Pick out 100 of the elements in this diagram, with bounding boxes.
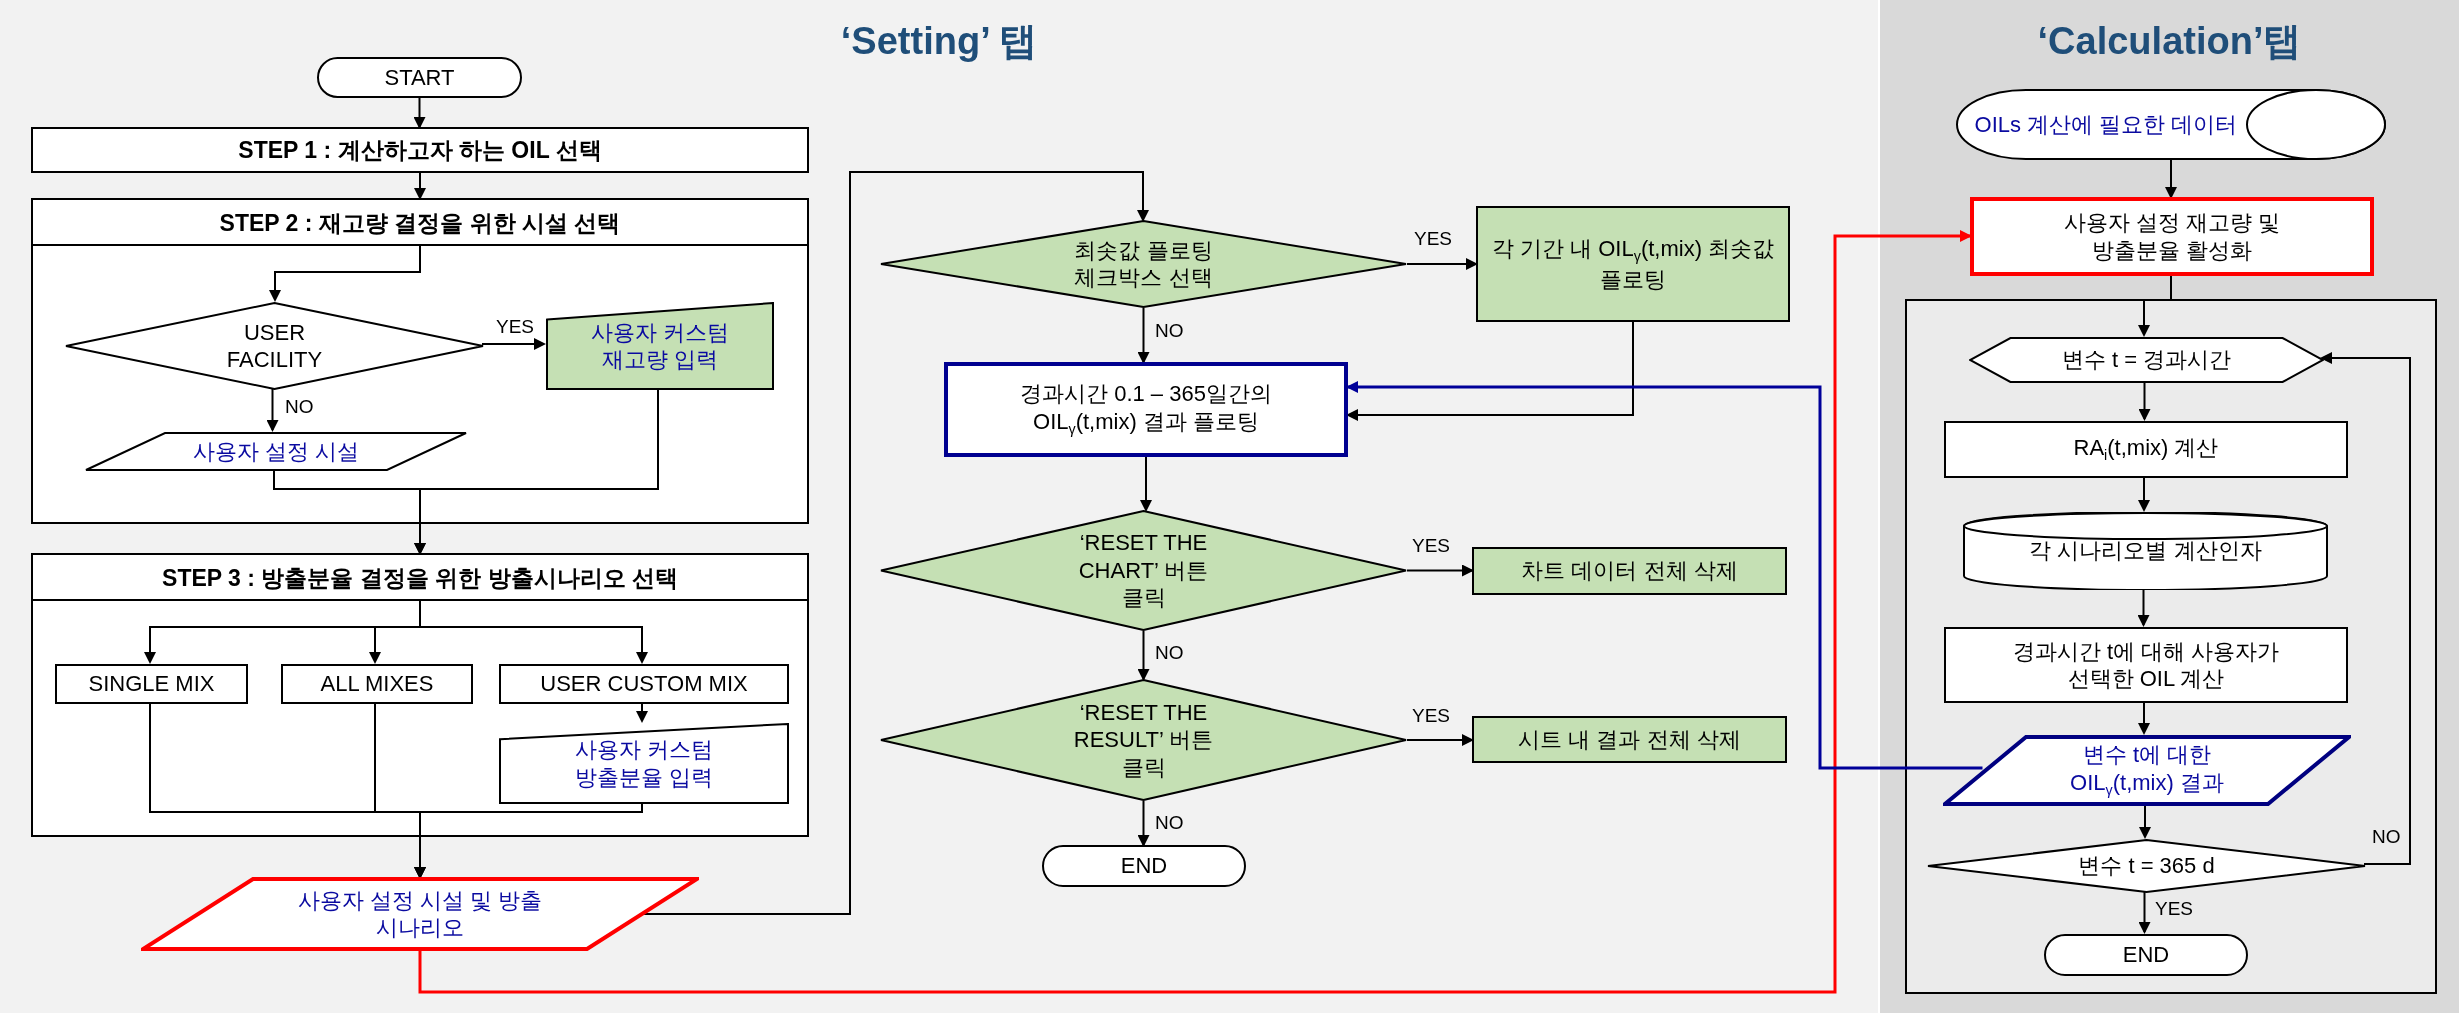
arrow — [2138, 700, 2150, 735]
arrow — [2138, 275, 2172, 337]
process-box — [31, 127, 809, 173]
arrow — [1137, 800, 1150, 847]
arrow — [1137, 307, 1150, 364]
arrow — [419, 598, 648, 664]
decision-diamond — [1927, 839, 2366, 893]
decision-diamond — [880, 679, 1407, 801]
edge-label: YES — [1414, 228, 1453, 250]
terminal-pill — [1042, 845, 1246, 887]
node-text: 사용자 설정 시설 — [192, 437, 360, 466]
node-text: 사용자 설정 재고량 및 방출분율 활성화 — [2062, 209, 2282, 264]
process-box — [1472, 716, 1787, 763]
process-box — [944, 362, 1348, 457]
loop-frame — [1905, 299, 2437, 994]
arrow — [269, 243, 421, 302]
process-box — [1476, 206, 1790, 322]
arrow — [2137, 587, 2150, 627]
arrow — [2320, 352, 2411, 865]
process-box — [1944, 627, 2348, 703]
manual-input-box — [499, 723, 789, 804]
process-box — [499, 664, 789, 704]
edge-label: YES — [496, 316, 535, 338]
arrow — [414, 387, 659, 555]
arrow — [2138, 890, 2151, 934]
node-text: ‘RESET THE RESULT’ 버튼 클릭 — [1072, 698, 1215, 782]
process-box — [281, 664, 473, 704]
decision-diamond — [880, 220, 1407, 308]
step-panel — [31, 198, 809, 524]
terminal-pill — [317, 57, 522, 98]
node-text: USER FACILITY — [225, 318, 324, 374]
arrow — [266, 387, 279, 432]
arrow — [414, 172, 426, 200]
node-text: 경과시간 t에 대해 사용자가 선택한 OIL 계산 — [2011, 637, 2281, 693]
arrow — [2139, 803, 2151, 839]
node-text: ‘RESET THE CHART’ 버튼 클릭 — [1077, 529, 1210, 612]
decision-diamond — [65, 302, 484, 390]
manual-input-box — [546, 302, 774, 390]
node-text: OILs 계산에 필요한 데이터 — [1974, 110, 2238, 139]
tab-panel — [0, 0, 1878, 1013]
preparation-hexagon — [1969, 337, 2324, 383]
node-text: 각 시나리오별 계산인자 — [2029, 537, 2262, 565]
edge-label: NO — [285, 396, 314, 418]
tab-panel — [1880, 0, 2459, 1013]
node-text: 차트 데이터 전체 삭제 — [1521, 557, 1738, 585]
node-text: 최솟값 플로팅 체크박스 선택 — [1073, 236, 1214, 292]
arrow — [1346, 321, 1634, 421]
node-text: 사용자 설정 시설 및 방출 시나리오 — [296, 886, 544, 942]
arrow — [418, 230, 1972, 994]
step-heading: STEP 3 : 방출분율 결정을 위한 방출시나리오 선택 — [162, 563, 678, 593]
node-text: END — [2122, 941, 2170, 969]
arrow — [1406, 564, 1474, 577]
node-text: USER CUSTOM MIX — [540, 670, 748, 698]
data-parallelogram — [141, 877, 699, 951]
node-text: 각 기간 내 OIL$_{γ}$(t,mix) 최솟값 플로팅 — [1490, 234, 1776, 294]
node-text: 변수 t에 대한 OIL$_{γ}$(t,mix) 결과 — [2069, 741, 2225, 800]
process-box — [1472, 547, 1787, 595]
data-parallelogram — [85, 432, 467, 471]
edge-label: YES — [1412, 705, 1451, 727]
node-text: START — [384, 63, 455, 92]
edge-label: NO — [2372, 826, 2401, 848]
edge-label: YES — [1412, 535, 1451, 557]
edge-label: NO — [1155, 812, 1184, 834]
node-text: SINGLE MIX — [88, 670, 215, 698]
process-box — [55, 664, 248, 704]
arrow — [2138, 475, 2150, 512]
arrow — [2165, 159, 2177, 199]
arrow — [636, 701, 648, 723]
node-text: RA$_{i}$(t,mix) 계산 — [2073, 433, 2219, 466]
edge-label: NO — [1155, 642, 1184, 664]
decision-diamond — [880, 510, 1407, 631]
arrow — [1346, 381, 1983, 770]
node-text: 사용자 커스텀 방출분율 입력 — [573, 736, 715, 791]
arrow — [2138, 380, 2151, 421]
data-parallelogram — [1943, 735, 2351, 806]
arrow — [481, 338, 546, 350]
step-panel — [31, 553, 809, 837]
database-cylinder — [1963, 512, 2328, 590]
arrow — [642, 171, 1149, 915]
node-text: END — [1120, 852, 1168, 880]
arrow — [414, 801, 643, 879]
node-text: 사용자 커스텀 재고량 입력 — [589, 318, 731, 374]
node-text: 경과시간 0.1 – 365일간의 OIL$_{γ}$(t,mix) 결과 플로팅 — [1019, 380, 1273, 439]
edge-label: NO — [1155, 320, 1184, 342]
node-text: ALL MIXES — [320, 670, 434, 698]
arrow — [1137, 630, 1150, 681]
step-heading: STEP 2 : 재고량 결정을 위한 시설 선택 — [219, 208, 621, 238]
tab-title: ‘Calculation’탭 — [2036, 19, 2303, 64]
data-drum — [1956, 89, 2386, 160]
tab-title: ‘Setting’ 탭 — [839, 19, 1039, 64]
process-box — [1944, 421, 2348, 478]
arrow — [413, 97, 426, 129]
node-text: 변수 t = 365 d — [2078, 852, 2215, 880]
arrow — [1140, 456, 1152, 512]
node-text: 시트 내 결과 전체 삭제 — [1518, 725, 1741, 754]
node-text: 변수 t = 경과시간 — [2061, 346, 2232, 374]
edge-label: YES — [2155, 898, 2194, 920]
node-text: STEP 1 : 계산하고자 하는 OIL 선택 — [238, 135, 602, 165]
arrow — [1406, 734, 1474, 746]
process-box — [1970, 197, 2374, 276]
